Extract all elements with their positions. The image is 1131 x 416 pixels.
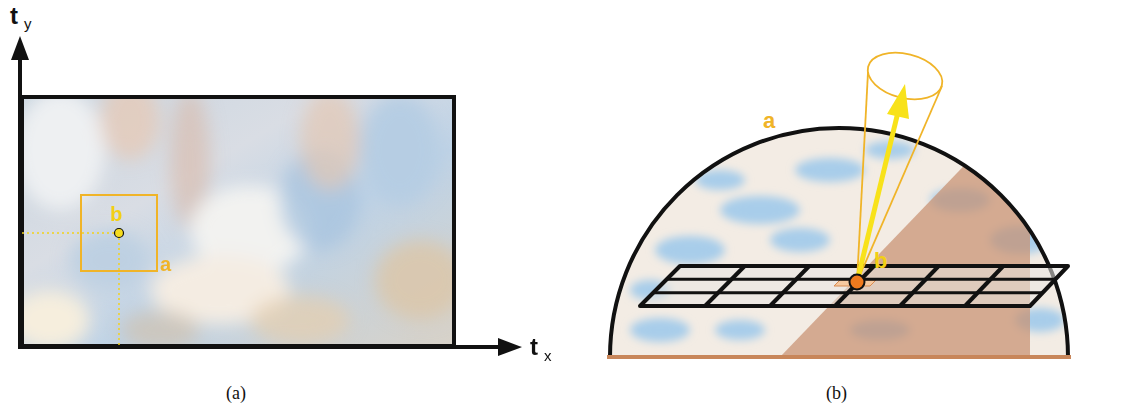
building-shape (780, 147, 1030, 357)
sky-dome (600, 120, 1080, 360)
point-label: b (874, 250, 887, 272)
x-axis (18, 345, 500, 349)
sample-point (850, 275, 865, 290)
axis-arrowhead (498, 338, 522, 356)
cone (857, 45, 947, 282)
axis-arrowhead (11, 36, 29, 60)
axis-label: t (530, 335, 538, 359)
region-label: a (160, 254, 171, 274)
filter-window (81, 195, 157, 271)
point-label: b (110, 204, 122, 224)
hemisphere-outline (610, 128, 1068, 357)
texture-frame (22, 97, 454, 346)
ground-line (607, 355, 1071, 359)
panel-label: (b) (826, 384, 847, 402)
sample-point (115, 229, 124, 238)
axis-subscript: y (24, 16, 32, 31)
region-label: a (763, 110, 775, 132)
y-axis (18, 56, 22, 349)
guide-line (22, 232, 114, 234)
axis-subscript: x (544, 348, 552, 363)
arrowhead (887, 84, 909, 119)
grid-plane (640, 266, 1068, 306)
direction-arrow (857, 112, 898, 282)
sky-texture (22, 97, 454, 346)
axis-label: t (10, 4, 18, 28)
guide-line (118, 238, 120, 347)
panel-label: (a) (226, 384, 246, 402)
